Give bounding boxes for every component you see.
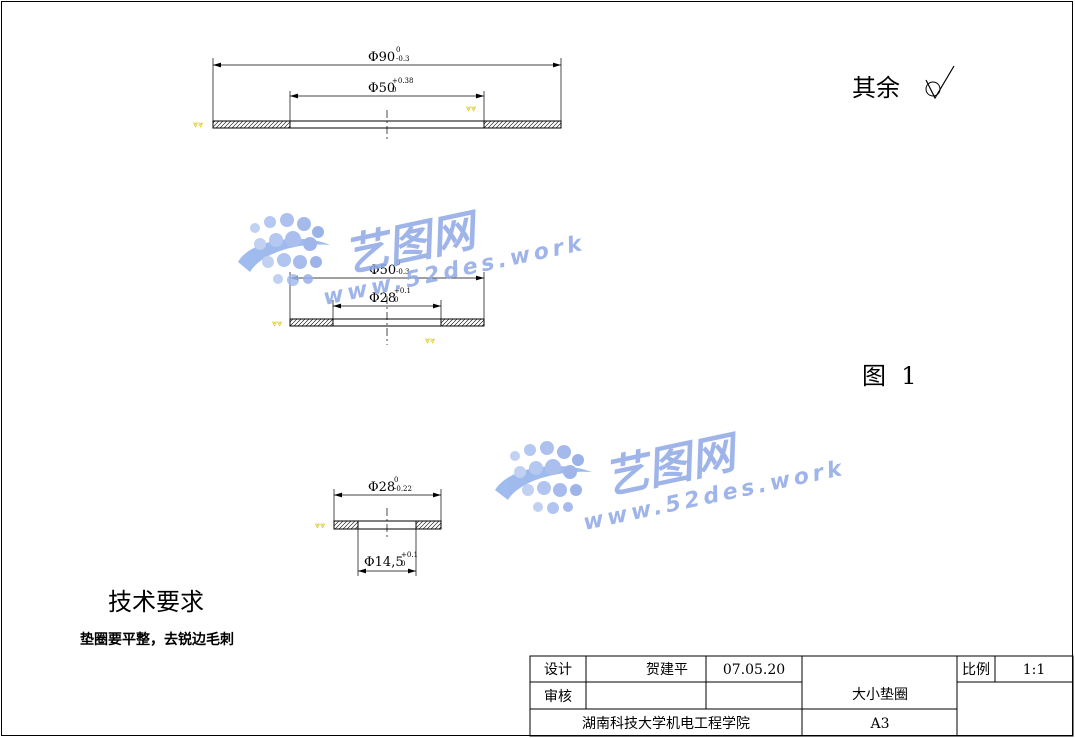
drawing-name: 大小垫圈 — [852, 687, 908, 703]
inner-dimension-label: Φ28 — [369, 291, 396, 306]
surface-mark: ⩔⩔ — [466, 104, 476, 114]
outer-tolerance-upper: 0 — [394, 476, 398, 484]
washer-part-3: Φ28 0 -0.22 Φ14,5 +0.1 0 ⩔⩔ — [315, 476, 442, 576]
title-block-text: 设计 贺建平 07.05.20 审核 大小垫圈 比例 1:1 湖南科技大学机电工… — [544, 662, 1045, 732]
inner-dimension-label: Φ50 — [368, 81, 395, 96]
washer-3-left-section — [333, 520, 359, 530]
inner-dimension-label: Φ14,5 — [364, 555, 404, 570]
surface-finish-note: 其余 — [852, 74, 900, 102]
inner-tolerance-lower: 0 — [394, 296, 398, 304]
washer-2-right-section — [440, 318, 485, 327]
inner-tolerance-lower: 0 — [392, 86, 396, 94]
title-block — [529, 655, 1074, 737]
surface-mark: ⩔⩔ — [193, 120, 203, 130]
globe-logo-icon — [495, 441, 592, 514]
requirements-heading: 技术要求 — [108, 588, 204, 616]
surface-mark: ⩔⩔ — [315, 521, 325, 531]
washer-1-right-section — [483, 120, 562, 129]
designer-name: 贺建平 — [646, 662, 688, 678]
review-label: 审核 — [544, 689, 572, 705]
washer-3-right-section — [415, 520, 442, 530]
outer-dimension-label: Φ50 — [369, 263, 396, 278]
inner-tolerance-upper: +0.1 — [394, 287, 411, 295]
inner-tolerance-upper: +0.38 — [392, 77, 413, 85]
design-label: 设计 — [544, 662, 572, 678]
figure-label: 图 1 — [862, 362, 917, 390]
outer-tolerance-lower: -0.3 — [396, 268, 410, 276]
inner-tolerance-upper: +0.1 — [401, 551, 418, 559]
outer-tolerance-lower: -0.22 — [394, 485, 412, 493]
washer-part-1: Φ90 0 -0.3 Φ50 +0.38 0 ⩔⩔ ⩔⩔ — [193, 46, 562, 140]
surface-mark: ⩔⩔ — [425, 336, 435, 346]
drawing-date: 07.05.20 — [723, 662, 785, 678]
outer-tolerance-upper: 0 — [396, 46, 400, 54]
scale-label: 比例 — [962, 662, 990, 678]
scale-value: 1:1 — [1023, 662, 1046, 678]
washer-1-left-section — [212, 120, 291, 129]
outer-tolerance-upper: 0 — [396, 259, 400, 267]
watermark-2: 艺图网 www.52des.work — [495, 426, 848, 536]
outer-tolerance-lower: -0.3 — [396, 55, 410, 63]
watermark-1: 艺图网 www.52des.work — [238, 204, 588, 311]
globe-logo-icon — [238, 213, 330, 286]
surface-mark: ⩔⩔ — [272, 319, 282, 329]
outer-dimension-label: Φ28 — [368, 480, 395, 495]
outer-dimension-label: Φ90 — [368, 50, 395, 65]
washer-2-left-section — [289, 318, 334, 327]
sheet-size: A3 — [869, 716, 889, 732]
inner-tolerance-lower: 0 — [401, 560, 405, 568]
requirements-text: 垫圈要平整，去锐边毛刺 — [80, 631, 234, 648]
institution-name: 湖南科技大学机电工程学院 — [582, 716, 750, 732]
washer-part-2: Φ50 0 -0.3 Φ28 +0.1 0 ⩔⩔ ⩔⩔ — [272, 259, 485, 346]
surface-roughness-icon — [925, 65, 955, 100]
